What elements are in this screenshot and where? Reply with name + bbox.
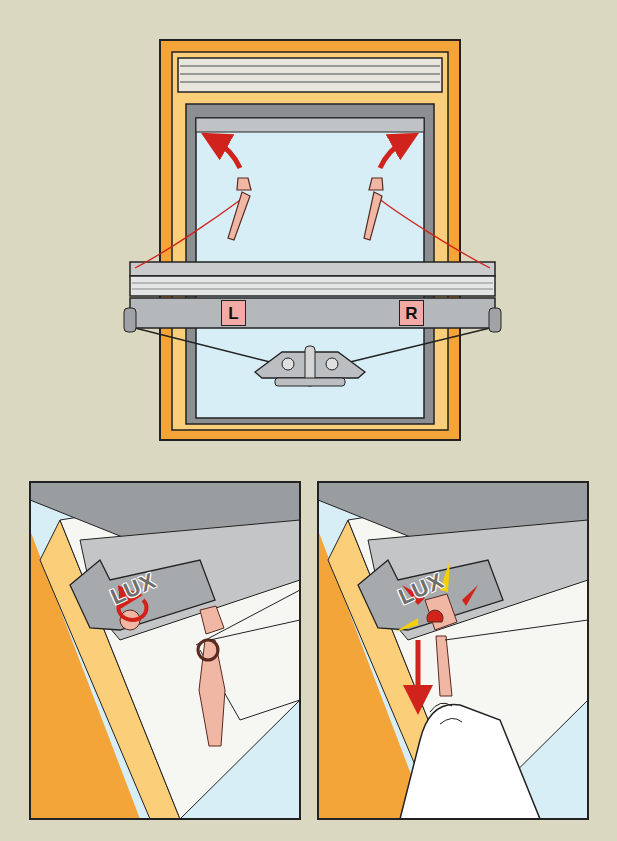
side-marker-box: R	[399, 300, 424, 326]
detail-panel-pull	[318, 482, 588, 819]
skylight-window	[124, 40, 501, 440]
detail-panel-hook	[30, 482, 300, 819]
side-letter: R	[405, 305, 417, 322]
side-letter: L	[228, 305, 238, 322]
side-marker-box: L	[221, 300, 246, 326]
